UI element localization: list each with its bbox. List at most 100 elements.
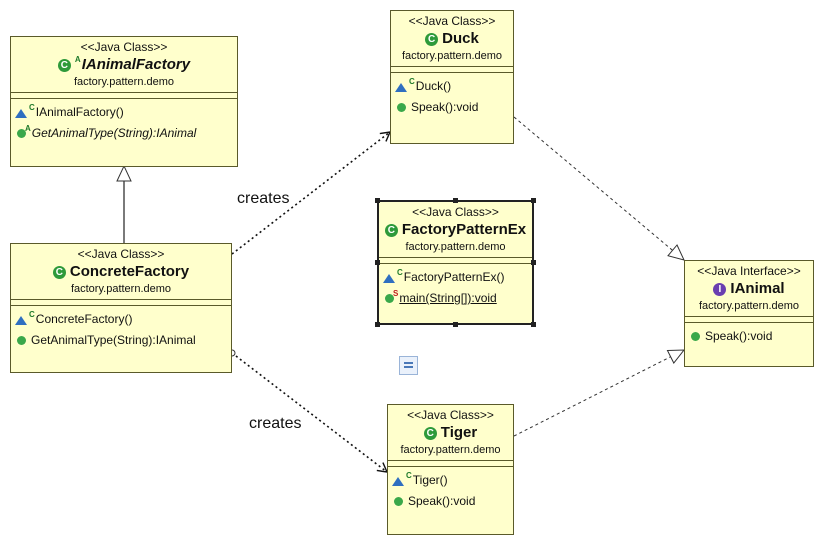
operations-compartment: C Duck() Speak():void [391, 73, 513, 122]
selection-handle[interactable] [531, 322, 536, 327]
constructor-marker-icon: C [29, 103, 35, 112]
class-name: Tiger [440, 424, 478, 441]
operations-compartment: C FactoryPatternEx() S main(String[]):vo… [379, 264, 532, 313]
compartment-divider [11, 98, 237, 99]
operation-row[interactable]: C FactoryPatternEx() [383, 267, 532, 288]
selection-handle[interactable] [453, 198, 458, 203]
operation-label: GetAnimalType(String):IAnimal [31, 333, 196, 347]
interface-icon: I [713, 282, 727, 296]
operation-row[interactable]: Speak():void [395, 97, 513, 118]
stereotype-label: <<Java Class>> [80, 40, 168, 54]
operation-row[interactable]: Speak():void [689, 326, 813, 347]
public-method-icon [691, 332, 700, 341]
operations-compartment: C Tiger() Speak():void [388, 467, 513, 516]
class-name: FactoryPatternEx [401, 221, 527, 238]
operation-row[interactable]: GetAnimalType(String):IAnimal [15, 330, 231, 351]
attributes-compartment [391, 66, 513, 72]
stereotype-label: <<Java Interface>> [697, 264, 801, 278]
public-method-icon [17, 336, 26, 345]
operation-label: main(String[]):void [399, 291, 497, 305]
package-label: factory.pattern.demo [401, 50, 503, 62]
constructor-marker-icon: C [409, 77, 415, 86]
layout-tool-icon[interactable] [399, 356, 418, 375]
constructor-marker-icon: C [29, 310, 35, 319]
class-duck[interactable]: <<Java Class>> C Duck factory.pattern.de… [390, 10, 514, 144]
abstract-marker-icon: A [25, 124, 31, 133]
stereotype-label: <<Java Class>> [412, 205, 499, 219]
operation-row[interactable]: C Tiger() [392, 470, 513, 491]
class-name: ConcreteFactory [69, 263, 190, 280]
selection-handle[interactable] [531, 198, 536, 203]
class-factorypatternex[interactable]: <<Java Class>> C FactoryPatternEx factor… [375, 198, 536, 327]
compartment-divider [685, 322, 813, 323]
class-tiger[interactable]: <<Java Class>> C Tiger factory.pattern.d… [387, 404, 514, 535]
class-icon: C [52, 265, 66, 279]
constructor-icon [15, 316, 27, 325]
selection-handle[interactable] [453, 322, 458, 327]
compartment-divider [388, 466, 513, 467]
selection-handle[interactable] [375, 260, 380, 265]
attributes-compartment [685, 316, 813, 322]
realization-duck-line[interactable] [513, 116, 685, 261]
package-label: factory.pattern.demo [400, 444, 501, 456]
class-icon: C [384, 223, 398, 237]
creates-duck-label: creates [237, 190, 290, 207]
constructor-marker-icon: C [406, 471, 412, 480]
creates-duck-line[interactable] [231, 131, 392, 255]
operations-compartment: C IAnimalFactory() A GetAnimalType(Strin… [11, 99, 237, 148]
public-method-icon [17, 129, 26, 138]
creates-tiger-line[interactable] [231, 352, 389, 473]
operation-row[interactable]: S main(String[]):void [383, 288, 532, 309]
package-label: factory.pattern.demo [70, 283, 172, 295]
package-label: factory.pattern.demo [73, 76, 175, 88]
operation-row[interactable]: A GetAnimalType(String):IAnimal [15, 123, 237, 144]
realization-tiger-line[interactable] [513, 349, 686, 437]
constructor-icon [15, 109, 27, 118]
operation-row[interactable]: C IAnimalFactory() [15, 102, 237, 123]
package-label: factory.pattern.demo [698, 300, 800, 312]
stereotype-label: <<Java Class>> [77, 247, 165, 261]
compartment-divider [391, 72, 513, 73]
class-icon: C [423, 426, 437, 440]
operation-label: Speak():void [705, 329, 773, 343]
constructor-icon [392, 477, 404, 486]
operation-label: GetAnimalType(String):IAnimal [31, 126, 197, 140]
attributes-compartment [11, 92, 237, 98]
constructor-icon [383, 274, 395, 283]
selection-handle[interactable] [375, 322, 380, 327]
stereotype-label: <<Java Class>> [407, 408, 494, 422]
operation-label: Tiger() [412, 473, 448, 487]
creates-tiger-label: creates [249, 415, 302, 432]
compartment-divider [379, 263, 532, 264]
operations-compartment: C ConcreteFactory() GetAnimalType(String… [11, 306, 231, 355]
operation-label: Duck() [415, 79, 452, 93]
operation-label: FactoryPatternEx() [403, 270, 505, 284]
public-method-icon [394, 497, 403, 506]
operation-row[interactable]: C ConcreteFactory() [15, 309, 231, 330]
selection-handle[interactable] [375, 198, 380, 203]
selection-handle[interactable] [531, 260, 536, 265]
operation-label: Speak():void [408, 494, 476, 508]
static-marker-icon: S [393, 289, 399, 298]
attributes-compartment [388, 460, 513, 466]
interface-ianimal[interactable]: <<Java Interface>> I IAnimal factory.pat… [684, 260, 814, 367]
class-icon: C [425, 32, 439, 46]
class-name: IAnimalFactory [81, 56, 191, 73]
class-icon: C [57, 58, 71, 72]
public-method-icon [397, 103, 406, 112]
class-name: IAnimal [730, 280, 785, 297]
operations-compartment: Speak():void [685, 323, 813, 351]
constructor-icon [395, 83, 407, 92]
operation-row[interactable]: C Duck() [395, 76, 513, 97]
operation-label: ConcreteFactory() [35, 312, 133, 326]
class-concretefactory[interactable]: <<Java Class>> C ConcreteFactory factory… [10, 243, 232, 373]
stereotype-label: <<Java Class>> [408, 14, 496, 28]
constructor-marker-icon: C [397, 268, 403, 277]
class-name: Duck [442, 30, 479, 47]
abstract-marker-icon: A [74, 55, 81, 64]
operation-label: IAnimalFactory() [35, 105, 124, 119]
operation-row[interactable]: Speak():void [392, 491, 513, 512]
compartment-divider [11, 305, 231, 306]
public-method-icon [385, 294, 394, 303]
